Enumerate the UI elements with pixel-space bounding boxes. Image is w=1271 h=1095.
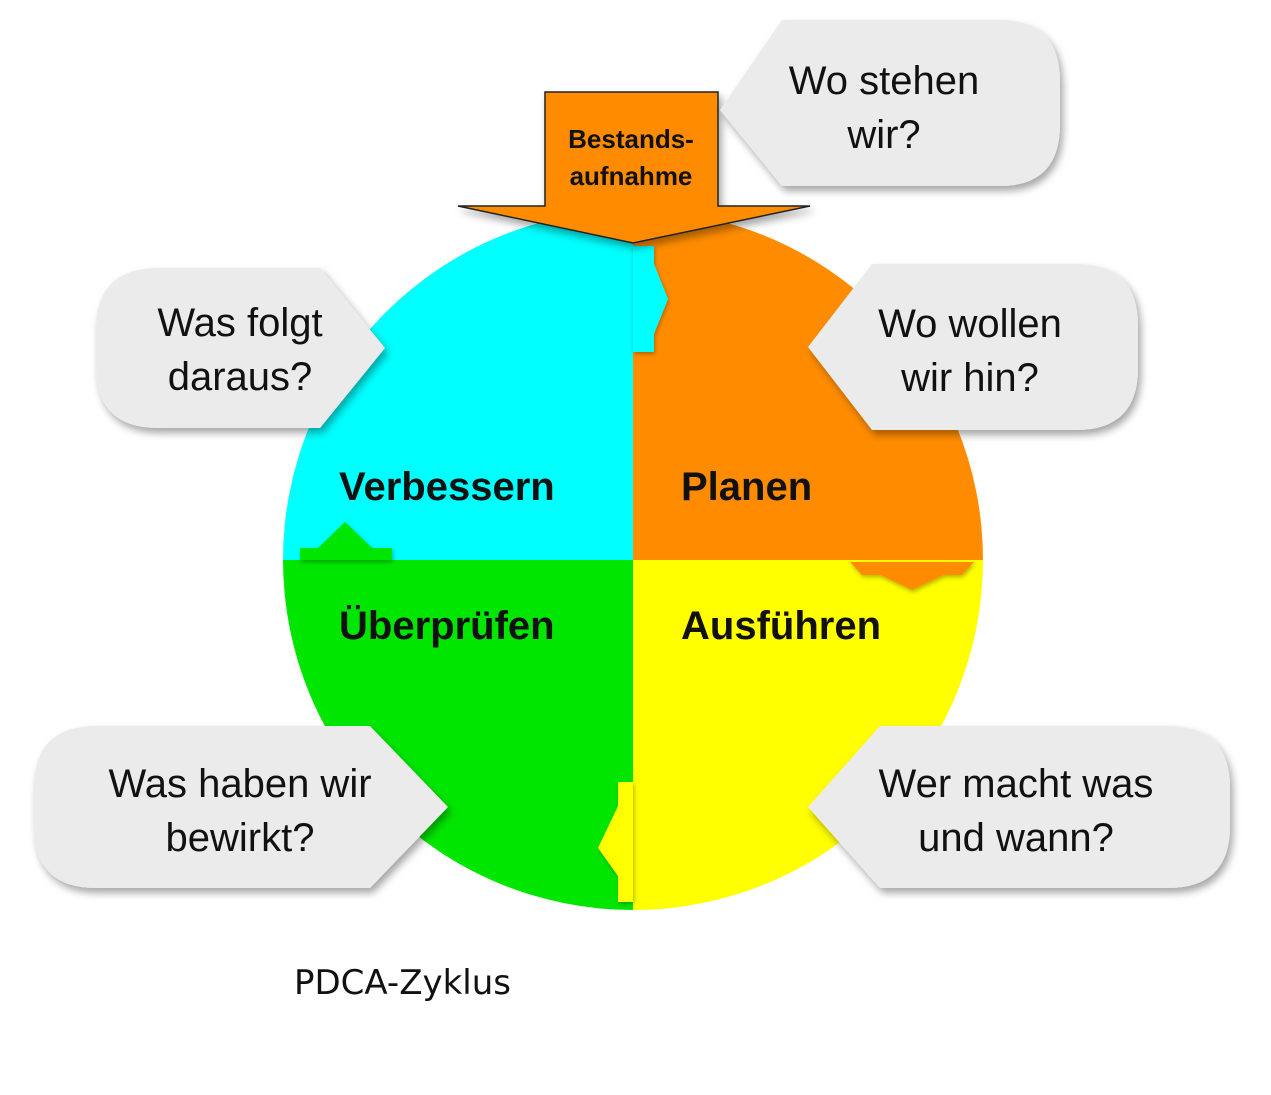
bubble-do-line2: und wann? [918,816,1114,860]
bubble-check-line1: Was haben wir [108,762,371,806]
bubble-do-line1: Wer macht was [879,762,1154,806]
bubble-wo-stehen-wir [720,20,1060,186]
quadrant-verbessern [283,210,633,560]
bubble-was-folgt-daraus [96,268,385,428]
bubble-plan-line2: wir hin? [900,356,1039,400]
bubble-act-line1: Was folgt [157,301,322,345]
flow-arrow-left-icon [598,782,633,902]
bubble-plan-line1: Wo wollen [878,302,1062,346]
bubble-check-line2: bewirkt? [166,816,315,860]
bubble-top-line2: wir? [846,113,920,157]
entry-arrow-label-line2: aufnahme [570,161,693,191]
bubble-top-line1: Wo stehen [789,59,980,103]
label-ueberpruefen: Überprüfen [339,603,555,648]
bubble-wo-wollen-wir-hin [808,264,1138,430]
quadrant-ueberpruefen [283,560,633,910]
flow-arrow-down-icon [850,562,974,590]
caption: PDCA-Zyklus [294,963,511,1003]
entry-arrow-label-line1: Bestands- [568,124,694,154]
entry-arrow [457,91,811,244]
bubble-was-haben-wir-bewirkt [34,726,448,888]
bubble-act-line2: daraus? [168,355,313,399]
cycle-circle [283,210,983,910]
label-ausfuehren: Ausführen [681,604,881,648]
flow-arrow-right-icon [633,246,668,352]
quadrant-planen [633,210,983,560]
label-planen: Planen [681,465,812,509]
bubble-wer-macht-was [808,726,1230,888]
quadrant-ausfuehren [633,560,983,910]
label-verbessern: Verbessern [339,465,555,509]
flow-arrow-up-icon [300,522,392,560]
